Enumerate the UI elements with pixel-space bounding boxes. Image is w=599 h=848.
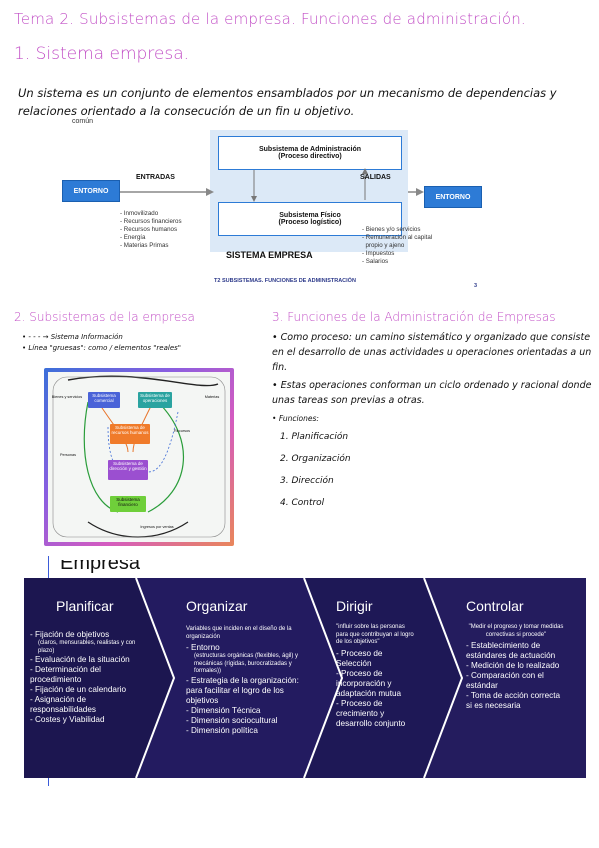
node-direccion: Subsistema de dirección y gestión — [108, 460, 148, 480]
controlar-item: - Comparación con el estándar — [466, 671, 544, 690]
functions-banner — [24, 578, 586, 778]
admin-subsystem: Subsistema de Administración (Proceso di… — [218, 136, 402, 170]
section-2-bullet: • - - - → Sistema Información — [22, 333, 123, 341]
organizar-title: Organizar — [186, 598, 248, 614]
controlar-title: Controlar — [466, 598, 524, 614]
entorno-left: ENTORNO — [62, 180, 120, 202]
section-2-bullets: • - - - → Sistema Información • Línea "g… — [22, 332, 252, 354]
diagram-canvas: Subsistema comercial Subsistema de opera… — [48, 372, 230, 542]
node-financiero: Subsistema financiero — [110, 496, 146, 512]
node-rrhh: Subsistema de recursos humanos — [110, 424, 150, 444]
page-title: Tema 2. Subsistemas de la empresa. Funci… — [14, 10, 526, 28]
section-1-title: 1. Sistema empresa. — [14, 44, 190, 64]
controlar-intro: "Medir el progreso y tomar medidas corre… — [468, 624, 564, 638]
planificar-list: - Fijación de objetivos (claros, mensura… — [30, 630, 140, 725]
planificar-item: - Fijación de objetivos — [30, 630, 110, 639]
section-2-bullet: • Línea "gruesas": como / elementos "rea… — [22, 344, 182, 352]
organizar-item: - Estrategia de la organización: para fa… — [186, 675, 299, 705]
dirigir-intro: "influir sobre las personas para que con… — [336, 624, 414, 645]
controlar-item: - Establecimiento de estándares de actua… — [466, 641, 556, 660]
dirigir-item: - Proceso de incorporación y adaptación … — [336, 668, 402, 698]
node-operaciones: Subsistema de operaciones — [138, 392, 172, 408]
fisico-title: Subsistema Físico — [279, 212, 341, 219]
entorno-right: ENTORNO — [424, 186, 482, 208]
node-comercial: Subsistema comercial — [88, 392, 120, 408]
cut-text: común — [72, 118, 94, 125]
label-materias: Materias — [204, 395, 220, 399]
fisico-subtitle: (Proceso logístico) — [278, 219, 342, 226]
section-3-title: 3. Funciones de la Administración de Emp… — [272, 310, 556, 324]
funcion-item: 3. Dirección — [280, 476, 334, 486]
controlar-item: - Toma de acción correcta si es necesari… — [466, 691, 561, 710]
label-bienes: Bienes y servicios — [51, 395, 83, 399]
intro-text: Un sistema es un conjunto de elementos e… — [18, 86, 557, 118]
label-ingresos: Ingresos por ventas — [140, 525, 174, 529]
planificar-item-note: (claros, mensurables, realistas y con pl… — [38, 640, 136, 654]
dirigir-item: - Proceso de crecimiento y desarrollo co… — [336, 698, 406, 728]
dirigir-title: Dirigir — [336, 598, 373, 614]
system-label: SISTEMA EMPRESA — [226, 250, 313, 260]
label-recursos: Recursos — [173, 429, 191, 433]
admin-title: Subsistema de Administración — [258, 146, 362, 153]
organizar-list: Variables que inciden en el diseño de la… — [186, 626, 304, 736]
slide-footer: T2 SUBSISTEMAS. FUNCIONES DE ADMINISTRAC… — [214, 278, 356, 284]
funciones-list: 1. Planificación 2. Organización 3. Dire… — [272, 426, 592, 514]
funcion-item: 2. Organización — [280, 454, 351, 464]
dirigir-list: "influir sobre las personas para que con… — [336, 624, 416, 729]
section-3-bullet: • Como proceso: un camino sistemático y … — [272, 332, 592, 373]
funcion-item: 4. Control — [280, 498, 325, 508]
organizar-item: - Entorno — [186, 643, 220, 652]
controlar-list: "Medir el progreso y tomar medidas corre… — [466, 624, 566, 711]
inputs-list: - Inmovilizado- Recursos financieros- Re… — [120, 210, 182, 249]
organizar-item: - Dimensión política — [186, 725, 258, 735]
organizar-item: - Dimensión Técnica — [186, 705, 261, 715]
controlar-item: - Medición de lo realizado — [466, 661, 560, 670]
flow-arrows — [120, 188, 424, 196]
section-3-bullet: • Estas operaciones conforman un ciclo o… — [272, 380, 592, 406]
outputs-list: - Bienes y/o servicios- Remuneración al … — [362, 226, 433, 265]
section-3-content: • Como proceso: un camino sistemático y … — [272, 330, 592, 514]
planificar-item: - Asignación de responsabilidades — [30, 695, 96, 714]
planificar-item: - Costes y Viabilidad — [30, 715, 105, 724]
funciones-label: • Funciones: — [272, 414, 319, 423]
cut-title: Empresa — [60, 552, 141, 574]
planificar-item: - Evaluación de la situación — [30, 655, 130, 664]
slide-page-number: 3 — [474, 283, 478, 289]
entradas-label: ENTRADAS — [136, 174, 175, 181]
sistema-empresa-slide: común Subsistema de Administración (Proc… — [60, 118, 580, 296]
dirigir-item: - Proceso de Selección — [336, 648, 383, 668]
organizar-item: - Dimensión sociocultural — [186, 715, 278, 725]
funcion-item: 1. Planificación — [280, 432, 349, 442]
planificar-item: - Determinación del procedimiento — [30, 665, 102, 684]
planificar-title: Planificar — [56, 598, 114, 614]
organizar-intro: Variables que inciden en el diseño de la… — [186, 626, 292, 640]
section-2-title: 2. Subsistemas de la empresa — [14, 310, 195, 324]
organizar-item-note: (estructuras orgánicas (flexibles, ágil)… — [194, 653, 299, 674]
salidas-label: SALIDAS — [360, 174, 391, 181]
admin-subtitle: (Proceso directivo) — [278, 153, 342, 160]
planificar-item: - Fijación de un calendario — [30, 685, 127, 694]
label-personas: Personas — [59, 453, 77, 457]
fisico-subsystem: Subsistema Físico (Proceso logístico) — [218, 202, 402, 236]
internal-arrows — [251, 168, 368, 202]
subsystems-diagram: Subsistema comercial Subsistema de opera… — [44, 368, 234, 546]
